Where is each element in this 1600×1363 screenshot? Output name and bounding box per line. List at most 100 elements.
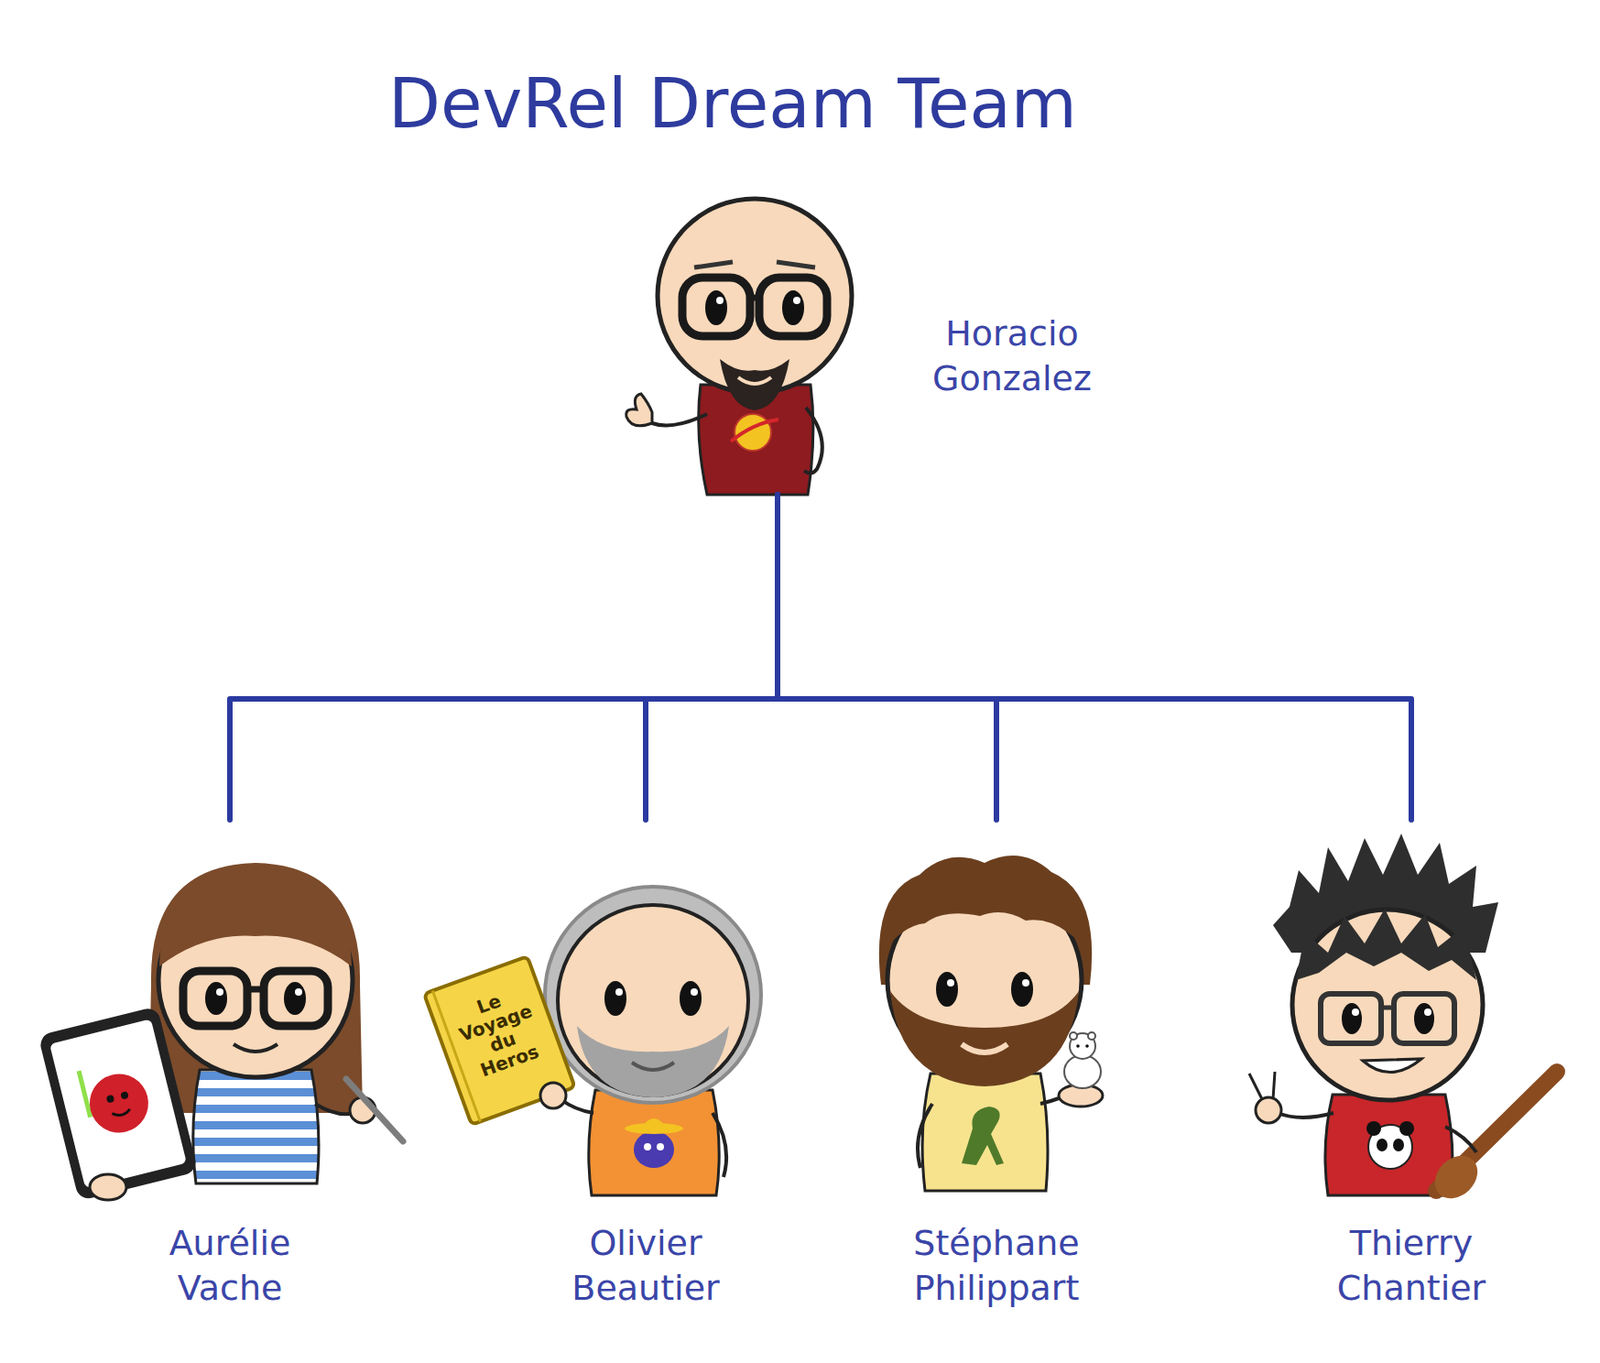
figure-part: [148, 862, 363, 1113]
figure-part: [690, 988, 698, 996]
figure-part: [1414, 1002, 1435, 1035]
figure-part: [1011, 971, 1034, 1007]
figure-part: [1076, 1044, 1080, 1048]
figure-part: [738, 377, 772, 384]
figure-part: [1292, 909, 1483, 1100]
org-connector: [645, 494, 778, 820]
figure-part: [759, 277, 828, 337]
figure-part: [1022, 979, 1030, 987]
horacio-figure: [626, 198, 852, 495]
figure-part: [37, 1005, 198, 1201]
figure-part: [631, 1062, 675, 1070]
figure-part: [782, 290, 805, 326]
member-name: Olivier Beautier: [535, 1220, 756, 1312]
aurelie-figure: [37, 862, 403, 1201]
figure-part: [588, 1089, 719, 1196]
member-name: Aurélie Vache: [119, 1220, 340, 1312]
figure-part: [544, 886, 762, 1103]
figure-part: [1255, 1097, 1282, 1123]
figure-part: [424, 956, 576, 1125]
figure-part: [1424, 1008, 1432, 1016]
figure-part: [1393, 993, 1455, 1044]
figure-part: [705, 290, 728, 326]
figure-part: [233, 1044, 278, 1052]
figure-part: [961, 1106, 1004, 1165]
figure-part: [1069, 1033, 1096, 1059]
figure-part: [106, 1094, 116, 1104]
figure-part: [1088, 1032, 1096, 1040]
figure-part: [1320, 993, 1382, 1044]
figure-part: [294, 988, 303, 996]
figure-part: [793, 296, 801, 305]
figure-part: [247, 986, 264, 993]
org-connector: [777, 494, 997, 820]
figure-part: [804, 407, 823, 474]
figure-part: [657, 198, 852, 393]
figure-part: [961, 1044, 1008, 1053]
figure-part: [1381, 1005, 1394, 1011]
figure-part: [1376, 1138, 1388, 1152]
figure-part: [604, 980, 627, 1016]
figure-part: [216, 988, 224, 996]
figure-part: [641, 1118, 667, 1129]
figure-part: [656, 1142, 664, 1151]
figure-part: [776, 261, 816, 268]
figure-part: [1277, 1112, 1334, 1118]
figure-part: [424, 956, 576, 1125]
figure-part: [576, 1025, 730, 1098]
figure-part: [1069, 1032, 1078, 1040]
figure-part: [78, 1070, 91, 1117]
figure-part: [730, 419, 779, 442]
figure-part: [1249, 1071, 1275, 1100]
figure-part: [719, 359, 790, 411]
figure-part: [1366, 1121, 1382, 1136]
figure-part: [1325, 1094, 1453, 1196]
stephane-figure: [879, 855, 1103, 1191]
figure-part: [1362, 1058, 1422, 1073]
figure-part: [936, 971, 958, 1007]
figure-part: [1445, 1126, 1477, 1153]
figure-part: [750, 294, 760, 302]
figure-part: [643, 1142, 652, 1151]
member-name: Thierry Chantier: [1301, 1220, 1522, 1312]
diagram-title: DevRel Dream Team: [228, 64, 1237, 143]
figure-part: [346, 1078, 403, 1142]
figure-part: [682, 277, 751, 337]
figure-part: [615, 988, 623, 996]
olivier-figure: [424, 886, 762, 1196]
team-member: Stéphane Philippart: [840, 819, 1153, 1312]
figure-part: [83, 1067, 155, 1140]
figure-part: [193, 1069, 319, 1184]
figure-part: [1341, 1002, 1362, 1035]
figure-part: [679, 980, 702, 1016]
figure-part: [1351, 1008, 1360, 1016]
figure-part: [917, 1103, 933, 1168]
figure-part: [694, 261, 733, 268]
figure-part: [1064, 1055, 1101, 1089]
figure-part: [1295, 908, 1477, 980]
figure-part: [890, 869, 1081, 944]
figure-part: [205, 981, 228, 1015]
figure-part: [89, 1174, 127, 1200]
team-member: Thierry Chantier: [1255, 819, 1568, 1312]
figure-part: [1085, 1044, 1089, 1048]
figure-part: [922, 1073, 1048, 1191]
figure-part: [890, 990, 1079, 1087]
figure-part: [1425, 1146, 1486, 1207]
figure-part: [1393, 1138, 1405, 1152]
member-name: Horacio Gonzalez: [915, 311, 1109, 403]
team-member: Horacio Gonzalez: [641, 183, 1118, 495]
figure-part: [734, 413, 772, 451]
figure-part: [183, 970, 248, 1026]
thierry-figure: [1249, 833, 1557, 1208]
figure-part: [159, 871, 352, 967]
org-connector: [777, 494, 1412, 820]
figure-part: [263, 970, 328, 1026]
figure-part: [1399, 1121, 1415, 1136]
figure-part: [652, 413, 708, 425]
team-member: Aurélie Vache: [74, 819, 386, 1312]
figure-part: [716, 296, 724, 305]
figure-part: [712, 1112, 727, 1177]
figure-part: [49, 1018, 187, 1188]
